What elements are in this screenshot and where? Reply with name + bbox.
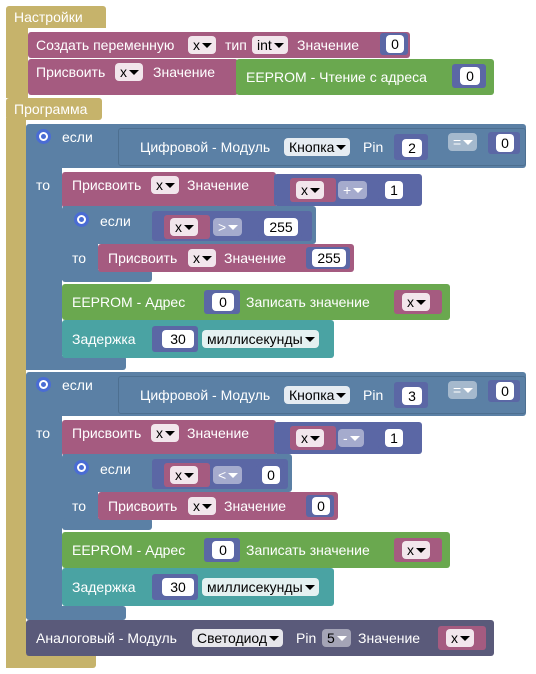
- eeprom-read-block[interactable]: [236, 59, 494, 95]
- if1-pin-field[interactable]: 2: [402, 139, 422, 157]
- if1-rhs-field[interactable]: 0: [496, 134, 514, 152]
- if1-inner-op-dropdown[interactable]: >: [213, 218, 243, 236]
- if1-then-label: то: [36, 177, 51, 193]
- program-spine: [6, 118, 26, 668]
- if1-eeprom-var-dropdown[interactable]: x: [402, 293, 430, 311]
- create-variable-name-dropdown[interactable]: x: [188, 36, 216, 54]
- if1-inner-then-label: то: [72, 250, 87, 266]
- if1-math-rhs-field[interactable]: 1: [385, 181, 403, 199]
- if2-inner-gear-icon[interactable]: [74, 460, 89, 475]
- if1-module-dropdown[interactable]: Кнопка: [284, 138, 351, 156]
- if1-assign-var-dropdown[interactable]: x: [151, 176, 179, 194]
- if1-footer: [26, 356, 126, 370]
- if2-then-label: то: [36, 425, 51, 441]
- create-variable-block[interactable]: [28, 32, 410, 58]
- analog-pin-dropdown[interactable]: 5: [322, 629, 351, 647]
- create-variable-type-label: тип: [225, 37, 247, 53]
- if1-inner-if-label: если: [100, 213, 131, 229]
- setup-assign-label: Присвоить: [36, 64, 106, 80]
- if2-spine: [26, 412, 62, 618]
- if2-delay-value-field[interactable]: 30: [162, 578, 194, 596]
- if1-inner-rhs-field[interactable]: 255: [264, 218, 298, 236]
- if2-inner-op-dropdown[interactable]: <: [213, 466, 243, 484]
- if2-pin-field[interactable]: 3: [402, 387, 422, 405]
- if2-inner-assign-block[interactable]: [98, 492, 338, 520]
- create-variable-label: Создать переменную: [36, 37, 175, 53]
- if2-inner-assign-var-dropdown[interactable]: x: [188, 497, 216, 515]
- setup-block[interactable]: [6, 6, 106, 28]
- if2-pin-label: Pin: [363, 387, 384, 403]
- if2-assign-label: Присвоить: [72, 425, 142, 441]
- setup-spine: [6, 26, 28, 98]
- if2-inner-lhs-dropdown[interactable]: x: [170, 466, 198, 484]
- if1-if-label: если: [62, 129, 93, 145]
- if2-module-dropdown[interactable]: Кнопка: [284, 386, 351, 404]
- if1-math-lhs-dropdown[interactable]: x: [296, 181, 324, 199]
- if1-math-op-dropdown[interactable]: +: [338, 181, 368, 199]
- program-title: Программа: [14, 101, 88, 117]
- if2-inner-if-label: если: [100, 461, 131, 477]
- setup-title: Настройки: [14, 9, 83, 25]
- program-block[interactable]: [6, 98, 102, 120]
- if2-assign-value-label: Значение: [187, 425, 250, 441]
- setup-assign-value-label: Значение: [153, 64, 216, 80]
- if1-eeprom-write-label: Записать значение: [246, 294, 370, 310]
- create-variable-value-field[interactable]: 0: [386, 35, 404, 53]
- create-variable-type-dropdown[interactable]: int: [252, 36, 288, 54]
- if2-delay-label: Задержка: [72, 579, 136, 595]
- if2-inner-then-label: то: [72, 498, 87, 514]
- if1-inner-lhs-dropdown[interactable]: x: [170, 218, 198, 236]
- if1-delay-unit-dropdown[interactable]: миллисекунды: [202, 330, 319, 348]
- if1-inner-assign-var-dropdown[interactable]: x: [188, 249, 216, 267]
- if2-gear-icon[interactable]: [36, 377, 51, 392]
- if2-math-op-dropdown[interactable]: -: [338, 429, 364, 447]
- if2-inner-if-footer: [62, 518, 152, 530]
- if1-eeprom-label: EEPROM - Адрес: [72, 294, 186, 310]
- if2-eeprom-write-label: Записать значение: [246, 542, 370, 558]
- eeprom-read-label: EEPROM - Чтение с адреса: [246, 69, 427, 85]
- if2-eeprom-addr-field[interactable]: 0: [212, 541, 234, 559]
- if2-inner-rhs-field[interactable]: 0: [262, 466, 280, 484]
- if2-inner-assign-label: Присвоить: [108, 498, 178, 514]
- if2-footer: [26, 606, 126, 620]
- if1-assign-value-label: Значение: [187, 177, 250, 193]
- if1-inner-gear-icon[interactable]: [74, 212, 89, 227]
- if1-digital-label: Цифровой - Модуль: [140, 139, 271, 155]
- if2-inner-assign-value-label: Значение: [224, 498, 287, 514]
- create-variable-value-label: Значение: [297, 37, 360, 53]
- if2-eeprom-var-dropdown[interactable]: x: [402, 541, 430, 559]
- if2-math-lhs-dropdown[interactable]: x: [296, 429, 324, 447]
- if1-inner-if-footer: [62, 270, 152, 282]
- if2-assign-var-dropdown[interactable]: x: [151, 424, 179, 442]
- if2-rhs-field[interactable]: 0: [496, 382, 514, 400]
- if1-pin-label: Pin: [363, 139, 384, 155]
- if2-op-dropdown[interactable]: =: [448, 381, 478, 399]
- analog-module-dropdown[interactable]: Светодиод: [192, 629, 284, 647]
- if1-inner-assign-label: Присвоить: [108, 250, 178, 266]
- if2-eeprom-label: EEPROM - Адрес: [72, 542, 186, 558]
- analog-write-label: Аналоговый - Модуль: [36, 630, 177, 646]
- program-bottom: [6, 654, 96, 668]
- if2-inner-assign-value-field[interactable]: 0: [312, 497, 330, 515]
- if1-delay-value-field[interactable]: 30: [162, 330, 194, 348]
- if2-if-label: если: [62, 377, 93, 393]
- setup-assign-var-dropdown[interactable]: x: [115, 63, 143, 81]
- if2-math-rhs-field[interactable]: 1: [385, 429, 403, 447]
- if1-gear-icon[interactable]: [36, 129, 51, 144]
- if2-digital-label: Цифровой - Модуль: [140, 387, 271, 403]
- eeprom-read-addr-field[interactable]: 0: [460, 67, 480, 85]
- analog-var-dropdown[interactable]: x: [446, 629, 474, 647]
- if1-inner-assign-value-label: Значение: [224, 250, 287, 266]
- if2-eeprom-write-block[interactable]: [62, 532, 450, 568]
- if1-assign-label: Присвоить: [72, 177, 142, 193]
- if1-spine: [26, 164, 62, 370]
- analog-pin-label: Pin: [296, 630, 317, 646]
- if1-eeprom-write-block[interactable]: [62, 284, 450, 320]
- if1-delay-label: Задержка: [72, 331, 136, 347]
- if1-eeprom-addr-field[interactable]: 0: [212, 293, 234, 311]
- if1-inner-assign-value-field[interactable]: 255: [312, 249, 346, 267]
- if1-op-dropdown[interactable]: =: [448, 133, 478, 151]
- analog-value-label: Значение: [358, 630, 421, 646]
- if2-delay-unit-dropdown[interactable]: миллисекунды: [202, 578, 319, 596]
